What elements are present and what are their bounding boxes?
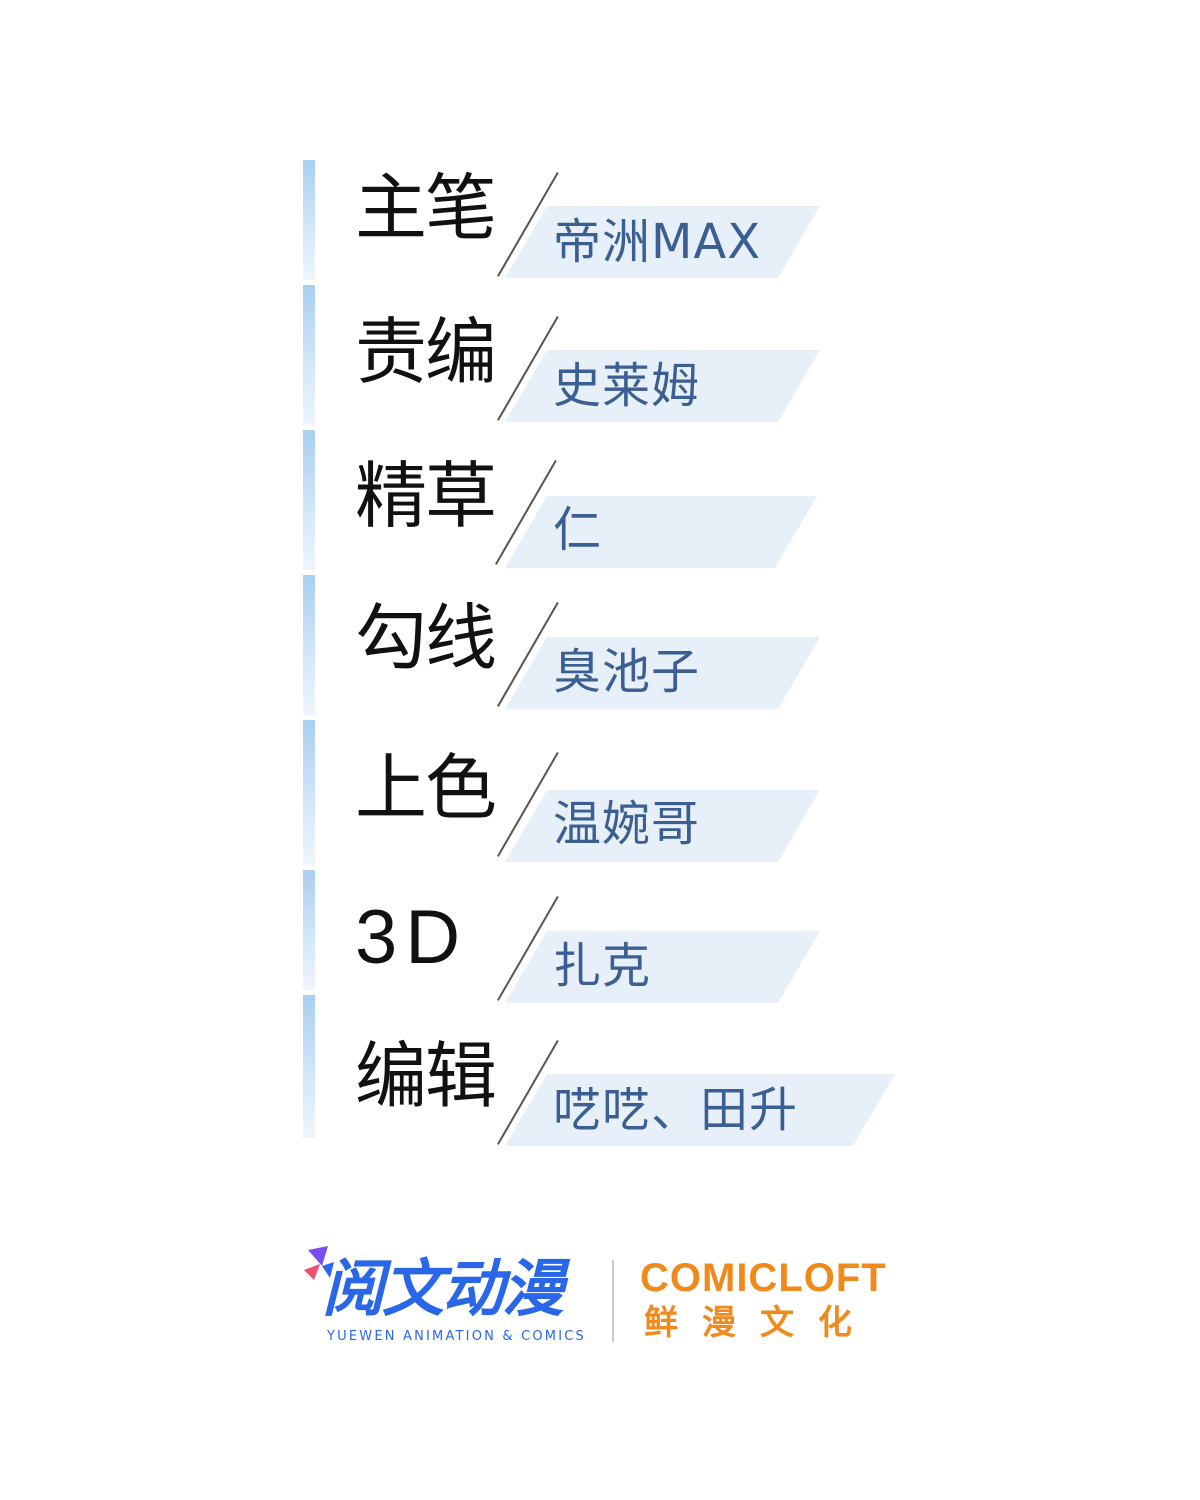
role-label: 3D: [355, 895, 469, 980]
name-box: [505, 790, 820, 862]
name-value: 仁: [553, 502, 603, 558]
comicloft-logo: COMICLOFT 鲜漫文化: [640, 1254, 910, 1354]
name-value: 史莱姆: [553, 358, 701, 414]
name-box: [505, 1074, 895, 1146]
accent-bar: [303, 995, 315, 1138]
publisher-logos: 阅文动漫 YUEWEN ANIMATION & COMICS COMICLOFT…: [300, 1240, 900, 1350]
name-box: [505, 931, 820, 1003]
name-value: 呓呓、田升: [553, 1082, 799, 1138]
role-label: 勾线: [355, 596, 497, 680]
role-label: 精草: [355, 454, 497, 538]
yuewen-logo-mark-icon: [304, 1246, 334, 1280]
accent-bar: [303, 575, 315, 715]
comicloft-logo-text: COMICLOFT: [640, 1256, 887, 1300]
role-label: 主笔: [355, 166, 497, 250]
name-box: [505, 350, 820, 422]
accent-bar: [303, 720, 315, 865]
name-value: 温婉哥: [553, 796, 701, 852]
yuewen-logo-text: 阅文动漫: [322, 1252, 564, 1325]
accent-bar: [303, 430, 315, 570]
role-label: 责编: [355, 310, 497, 394]
name-box: [505, 206, 820, 278]
accent-bar: [303, 285, 315, 425]
yuewen-logo-subtitle: YUEWEN ANIMATION & COMICS: [327, 1329, 586, 1344]
name-box: [505, 637, 820, 709]
role-label: 编辑: [355, 1034, 497, 1118]
accent-bar: [303, 160, 315, 280]
accent-bar: [303, 870, 315, 990]
logo-divider: [612, 1260, 614, 1342]
yuewen-logo: 阅文动漫 YUEWEN ANIMATION & COMICS: [300, 1240, 590, 1350]
comicloft-logo-subtitle: 鲜漫文化: [644, 1303, 876, 1343]
role-label: 上色: [355, 746, 497, 830]
name-value: 臭池子: [553, 644, 701, 700]
name-box: [505, 496, 817, 568]
name-value: 扎克: [553, 938, 652, 994]
name-value: 帝洲MAX: [553, 214, 762, 270]
